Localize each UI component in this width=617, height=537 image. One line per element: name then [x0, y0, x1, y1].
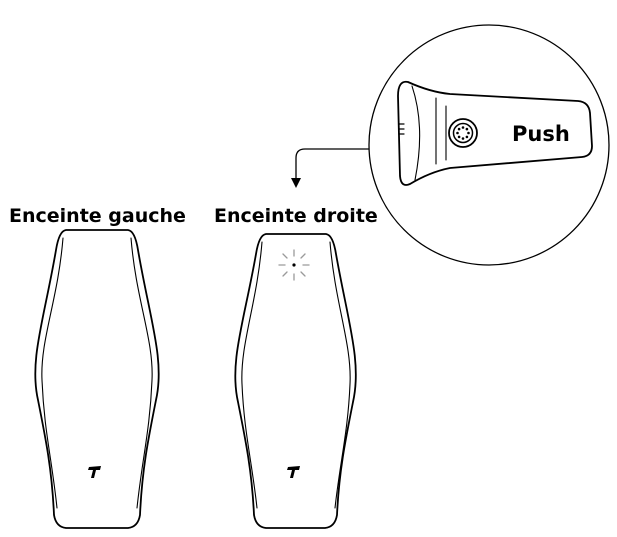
left-logo-icon: [88, 466, 101, 478]
zoom-circle: [368, 24, 610, 266]
left-speaker-label: Enceinte gauche: [9, 205, 186, 227]
pointer-arrow: [291, 148, 372, 188]
right-speaker-label: Enceinte droite: [214, 205, 378, 227]
left-speaker: [34, 229, 160, 529]
push-button-icon[interactable]: [448, 118, 478, 148]
right-speaker: [234, 233, 357, 529]
zoomed-speaker-top: [397, 80, 593, 186]
blinking-led-icon: [278, 249, 310, 281]
right-logo-icon: [287, 466, 300, 478]
push-label: Push: [512, 122, 570, 146]
